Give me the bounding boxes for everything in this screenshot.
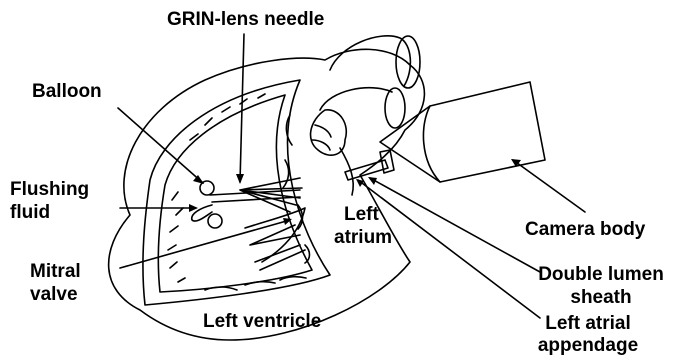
balloon-lower <box>208 214 222 228</box>
label-mitral-line1: Mitral <box>30 262 81 282</box>
arrowhead-double-lumen <box>368 177 377 185</box>
chordae-tendineae <box>240 178 302 212</box>
label-flushing-line2: fluid <box>10 203 50 223</box>
vessel-opening-lower <box>385 88 405 128</box>
leader-grin-lens <box>240 34 244 182</box>
arrowhead-grin <box>236 174 244 184</box>
vessel-opening-top <box>396 36 420 88</box>
label-left-atrium-line2: atrium <box>334 228 392 248</box>
label-mitral-line2: valve <box>30 285 78 305</box>
label-left-atrial-line2: appendage <box>528 336 648 356</box>
label-left-atrium-line1: Left <box>344 205 379 225</box>
label-grin-lens-needle: GRIN-lens needle <box>167 10 324 30</box>
label-double-lumen-line1: Double lumen <box>532 265 670 285</box>
label-balloon: Balloon <box>32 82 102 102</box>
leader-double-lumen <box>370 178 540 272</box>
label-camera-body: Camera body <box>525 220 645 240</box>
label-left-ventricle: Left ventricle <box>203 312 321 332</box>
label-flushing-line1: Flushing <box>10 180 89 200</box>
label-left-atrial-line1: Left atrial <box>528 314 648 334</box>
leader-camera <box>513 160 585 212</box>
pulmonary-vessel <box>320 88 392 110</box>
label-double-lumen-line2: sheath <box>532 288 670 308</box>
leader-atrial-appendage <box>358 180 540 318</box>
